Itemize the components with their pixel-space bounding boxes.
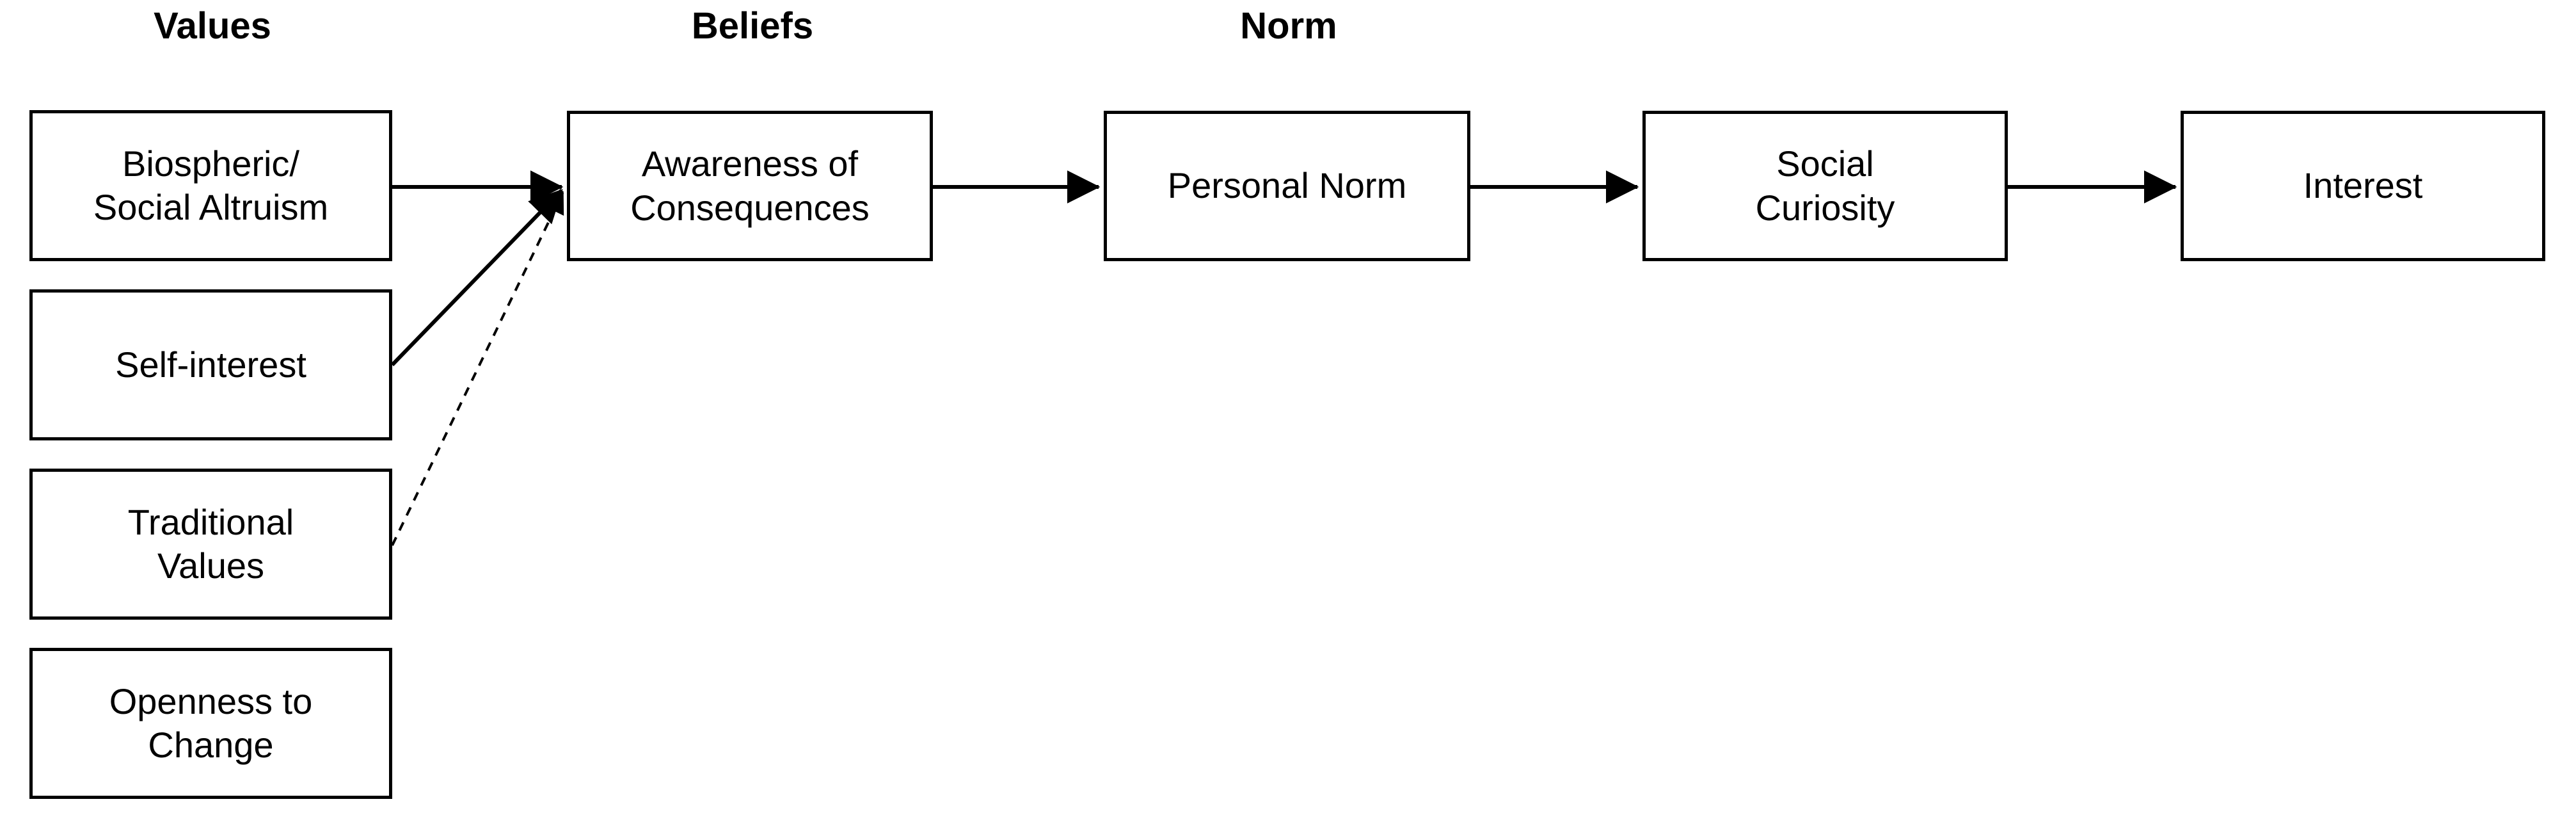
node-label: Personal Norm [1167,165,1407,206]
node-label: Awareness of Consequences [630,143,870,228]
node-label: Social Curiosity [1755,143,1895,228]
node-label: Openness to Change [109,680,313,765]
column-header-beliefs: Beliefs [691,5,814,47]
node-label: Interest [2303,165,2423,206]
node-self-interest[interactable]: Self-interest [29,289,392,440]
node-openness-to-change[interactable]: Openness to Change [29,648,392,799]
node-traditional-values[interactable]: Traditional Values [29,469,392,620]
edge-traditional-values-to-awareness [391,191,564,546]
node-label: Traditional Values [127,501,294,586]
column-header-norm: Norm [1240,5,1337,47]
node-label: Biospheric/ Social Altruism [93,143,329,227]
node-interest[interactable]: Interest [2181,111,2545,261]
edge-self-interest-to-awareness [390,188,564,367]
node-biospheric-social-altruism[interactable]: Biospheric/ Social Altruism [29,110,392,261]
node-awareness-of-consequences[interactable]: Awareness of Consequences [567,111,933,261]
node-personal-norm[interactable]: Personal Norm [1104,111,1470,261]
node-social-curiosity[interactable]: Social Curiosity [1642,111,2008,261]
column-header-values: Values [154,5,271,47]
node-label: Self-interest [115,344,306,385]
